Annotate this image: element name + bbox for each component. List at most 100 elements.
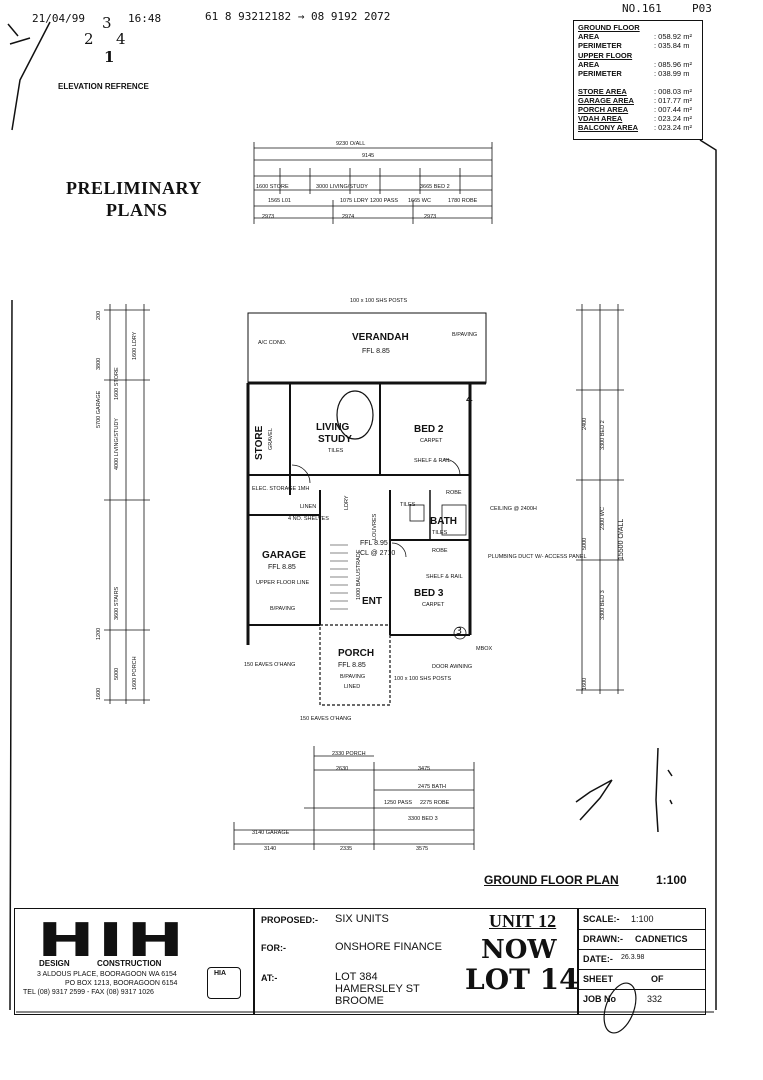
scale-value: 1:100 bbox=[631, 914, 654, 924]
elev-n4: 4 bbox=[116, 30, 126, 48]
title-block: HIH DESIGN CONSTRUCTION 3 ALDOUS PLACE, … bbox=[14, 908, 706, 1015]
left-dim-stairs: 3600 STAIRS bbox=[114, 586, 120, 620]
left-dim-1600: 1600 bbox=[96, 687, 102, 700]
drawn-value: CADNETICS bbox=[635, 934, 688, 944]
eaves-2: 150 EAVES O'HANG bbox=[300, 716, 352, 722]
bath-tiles: TILES bbox=[432, 530, 448, 536]
cl-2710: CL @ 2710 bbox=[360, 550, 396, 557]
dim-2973-b: 2973 bbox=[424, 214, 437, 220]
left-dim-200: 200 bbox=[96, 310, 102, 320]
left-dim-3800: 3800 bbox=[96, 357, 102, 370]
plans-label: PLANS bbox=[106, 200, 168, 220]
linen-label: LINEN bbox=[300, 504, 317, 510]
job-label: JOB No bbox=[583, 994, 617, 1004]
circle-3-label: 3 bbox=[456, 626, 463, 637]
ground-perimeter-label: PERIMETER bbox=[578, 41, 622, 50]
bottom-dimension-lines bbox=[233, 746, 475, 850]
bottom-dim-garage: 3140 GARAGE bbox=[252, 830, 290, 836]
balustrade-label: 1000 BALUSTRADE bbox=[356, 549, 362, 600]
left-dim-1200: 1200 bbox=[96, 627, 102, 640]
dim-robe: 1780 ROBE bbox=[448, 198, 478, 204]
right-dimension-lines bbox=[576, 304, 624, 694]
elev-n3: 3 bbox=[102, 14, 112, 32]
upper-perimeter-label: PERIMETER bbox=[578, 69, 622, 78]
right-dim-5000: 5000 bbox=[582, 537, 588, 550]
ent-label: ENT bbox=[362, 596, 382, 607]
robe-2: ROBE bbox=[432, 548, 448, 554]
bottom-dim-3475: 3475 bbox=[418, 766, 431, 772]
dim-9145: 9145 bbox=[362, 153, 375, 159]
bottom-dim-bed3: 3300 BED 3 bbox=[408, 816, 438, 822]
bath-label: BATH bbox=[430, 516, 458, 527]
right-dim-overall: 15500 O/ALL bbox=[618, 518, 625, 560]
tiles-label: TILES bbox=[400, 502, 416, 508]
upper-floor-line: UPPER FLOOR LINE bbox=[256, 580, 310, 586]
right-dim-wc: 2300 WC bbox=[600, 507, 606, 530]
porch-lined: LINED bbox=[344, 684, 361, 690]
bottom-dim-3140: 3140 bbox=[264, 846, 277, 852]
floor-plan-drawing bbox=[246, 312, 487, 706]
porch-paving: B/PAVING bbox=[340, 674, 366, 680]
garage-label: GARAGE bbox=[262, 550, 306, 561]
right-dim-bed3: 3300 BED 3 bbox=[600, 590, 606, 620]
garage-area-label: GARAGE AREA bbox=[578, 96, 634, 105]
dim-l01: 1565 L01 bbox=[268, 198, 291, 204]
dim-wc: 1665 WC bbox=[408, 198, 431, 204]
upper-area-label: AREA bbox=[578, 60, 600, 69]
left-dim-ldry: 1600 LDRY bbox=[132, 331, 138, 360]
sheet-label: SHEET bbox=[583, 974, 614, 984]
louvres-label: LOUVRES bbox=[372, 513, 378, 540]
balcony-area-label: BALCONY AREA bbox=[578, 123, 639, 132]
bottom-dim-pass: 1250 PASS bbox=[384, 800, 413, 806]
job-value: 332 bbox=[647, 994, 663, 1004]
plan-scale: 1:100 bbox=[656, 873, 687, 887]
store-label: STORE bbox=[254, 425, 265, 460]
preliminary-label: PRELIMINARY bbox=[66, 178, 202, 198]
shelves-label: 4 NO. SHELVES bbox=[288, 516, 329, 522]
bottom-dim-porch: 2330 PORCH bbox=[332, 751, 366, 757]
ffl-8-95: FFL 8.95 bbox=[360, 540, 388, 547]
dim-overall: 9230 O/ALL bbox=[336, 141, 366, 147]
balcony-area-value: : 023.24 m² bbox=[654, 123, 692, 132]
dim-living: 3000 LIVING/STUDY bbox=[316, 184, 368, 190]
porch-area-value: : 007.44 m² bbox=[654, 105, 692, 114]
elec-storage: ELEC. STORAGE 1MH bbox=[252, 486, 310, 492]
porch-ffl: FFL 8.85 bbox=[338, 662, 366, 669]
at-line-2: HAMERSLEY ST bbox=[335, 983, 420, 995]
proposed-value: SIX UNITS bbox=[335, 913, 389, 925]
dim-bed2: 3665 BED 2 bbox=[420, 184, 450, 190]
company-address-1: 3 ALDOUS PLACE, BOORAGOON WA 6154 bbox=[37, 971, 177, 978]
bed3-carpet: CARPET bbox=[422, 602, 445, 608]
shelf-rail-1: SHELF & RAIL bbox=[414, 458, 451, 464]
elev-n2: 2 bbox=[84, 30, 94, 48]
date-label: DATE:- bbox=[583, 954, 613, 964]
logo-construction: CONSTRUCTION bbox=[97, 959, 162, 968]
upper-area-value: : 085.96 m² bbox=[654, 60, 692, 69]
verandah-ffl: FFL 8.85 bbox=[362, 348, 390, 355]
ceiling-note: CEILING @ 2400H bbox=[490, 506, 537, 512]
store-gravel: GRAVEL bbox=[268, 428, 274, 450]
elevation-reference-label: ELEVATION REFRENCE bbox=[58, 82, 149, 91]
right-dim-2400: 2400 bbox=[582, 417, 588, 430]
dim-2974: 2974 bbox=[342, 214, 355, 220]
logo-design: DESIGN bbox=[39, 959, 70, 968]
left-dim-store: 1600 STORE bbox=[114, 367, 120, 400]
bottom-dim-2335: 2335 bbox=[340, 846, 353, 852]
dim-pass: 1200 PASS bbox=[370, 198, 399, 204]
plumbing-duct: PLUMBING DUCT W/- ACCESS PANEL bbox=[488, 554, 587, 560]
at-line-1: LOT 384 bbox=[335, 971, 378, 983]
porch-area-label: PORCH AREA bbox=[578, 105, 629, 114]
living-tiles: TILES bbox=[328, 448, 344, 454]
left-dim-porch: 1600 PORCH bbox=[132, 656, 138, 690]
verandah-label: VERANDAH bbox=[352, 332, 409, 343]
left-dim-5000: 5000 bbox=[114, 667, 120, 680]
bottom-dim-3575: 3575 bbox=[416, 846, 429, 852]
ldry-label: LDRY bbox=[344, 495, 350, 510]
ac-label: A/C COND. bbox=[258, 340, 287, 346]
hia-badge: HIA bbox=[207, 967, 241, 999]
dim-2973-a: 2973 bbox=[262, 214, 275, 220]
bottom-dim-2630: 2630 bbox=[336, 766, 349, 772]
unit-number: UNIT 12 bbox=[489, 911, 557, 931]
at-label: AT:- bbox=[261, 973, 278, 983]
